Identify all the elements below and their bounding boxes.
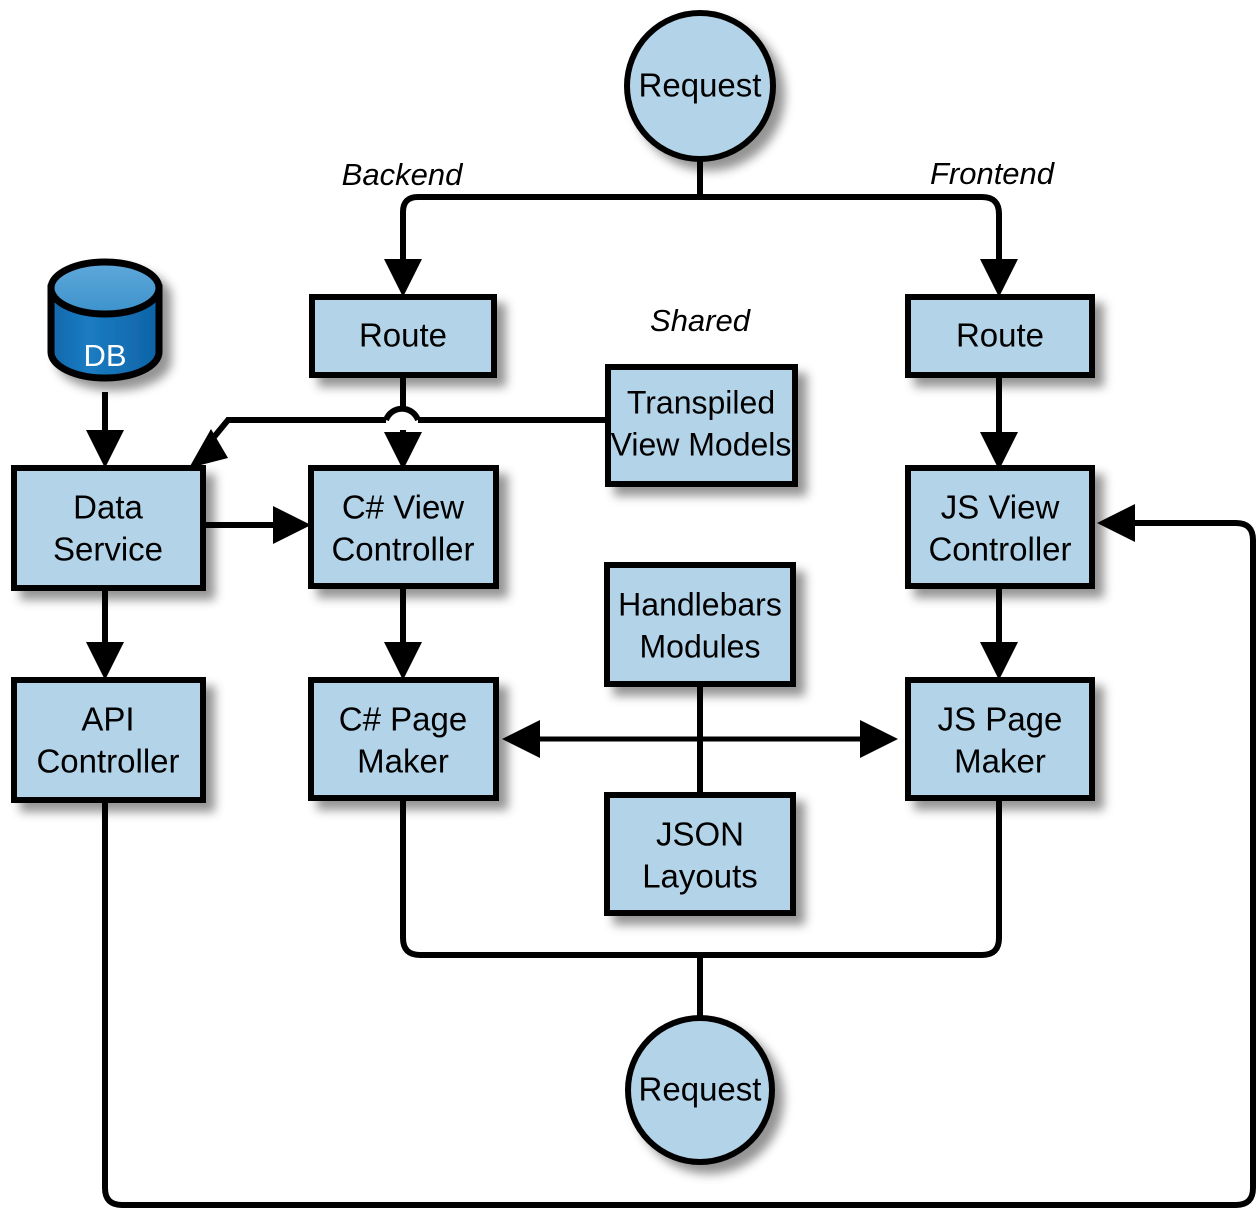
zone-label-frontend: Frontend <box>930 156 1056 191</box>
node-api-controller-label-2: Controller <box>36 743 179 780</box>
node-handlebars-modules-label-1: Handlebars <box>618 586 782 622</box>
node-cs-page-maker-label-2: Maker <box>357 743 449 780</box>
node-js-view-controller-label-2: Controller <box>928 531 1071 568</box>
node-cs-page-maker[interactable] <box>308 677 499 801</box>
node-data-service-label-1: Data <box>73 489 143 526</box>
node-transpiled-view-models[interactable] <box>605 364 798 487</box>
node-request-bottom[interactable] <box>625 1015 775 1165</box>
node-request-top[interactable] <box>624 10 776 162</box>
node-handlebars-modules[interactable] <box>604 562 796 687</box>
node-cs-page-maker-label-1: C# Page <box>339 701 467 738</box>
edge-js-view-controller-to-js-page-maker <box>980 586 1018 680</box>
edge-request-top-to-route-backend <box>384 194 422 297</box>
node-json-layouts[interactable] <box>604 792 796 916</box>
zone-label-layer: Backend Shared Frontend <box>342 156 1056 338</box>
node-route-backend[interactable] <box>309 294 497 378</box>
zone-label-backend: Backend <box>342 157 464 192</box>
node-request-top-label: Request <box>639 67 762 104</box>
node-db-label: DB <box>83 338 126 373</box>
edge-db-to-data-service <box>86 392 124 468</box>
node-js-page-maker[interactable] <box>905 677 1095 801</box>
node-layer: Request DB Route Route Transpiled Vie <box>11 10 1095 1165</box>
node-cs-view-controller[interactable] <box>308 465 499 589</box>
edge-cs-page-maker-to-js-page-maker <box>502 720 898 758</box>
edge-data-service-to-api-controller <box>86 588 124 680</box>
node-route-frontend[interactable] <box>905 294 1095 378</box>
edge-route-backend-to-cs-view-controller <box>384 375 422 470</box>
edge-js-page-maker-to-request-bottom <box>700 798 1002 958</box>
node-data-service-label-2: Service <box>53 531 163 568</box>
node-json-layouts-label-1: JSON <box>656 816 744 853</box>
edge-cs-view-controller-to-cs-page-maker <box>384 586 422 680</box>
node-api-controller[interactable] <box>11 677 206 803</box>
node-route-backend-label: Route <box>359 317 447 354</box>
node-cs-view-controller-label-2: Controller <box>331 531 474 568</box>
node-data-service[interactable] <box>11 465 206 591</box>
node-js-page-maker-label-2: Maker <box>954 743 1046 780</box>
node-handlebars-modules-label-2: Modules <box>640 628 761 664</box>
edge-cs-page-maker-to-request-bottom <box>400 798 700 958</box>
node-json-layouts-label-2: Layouts <box>642 858 758 895</box>
node-route-frontend-label: Route <box>956 317 1044 354</box>
zone-label-shared: Shared <box>650 303 752 338</box>
edge-layer <box>86 148 1256 1208</box>
node-js-page-maker-label-1: JS Page <box>938 701 1063 738</box>
edge-request-top-to-route-frontend <box>980 194 1018 297</box>
node-transpiled-view-models-label-1: Transpiled <box>627 384 775 420</box>
edge-route-frontend-to-js-view-controller <box>980 375 1018 470</box>
node-request-bottom-label: Request <box>639 1071 762 1108</box>
node-cs-view-controller-label-1: C# View <box>342 489 464 526</box>
node-api-controller-label-1: API <box>81 701 134 738</box>
edge-transpiled-to-data-service <box>189 405 608 468</box>
edge-api-controller-to-js-view-controller <box>102 504 1256 1208</box>
node-js-view-controller[interactable] <box>905 465 1095 589</box>
node-transpiled-view-models-label-2: View Models <box>611 426 792 462</box>
edge-data-service-to-cs-view-controller <box>203 506 311 544</box>
node-js-view-controller-label-1: JS View <box>941 489 1060 526</box>
node-db[interactable] <box>47 258 163 382</box>
